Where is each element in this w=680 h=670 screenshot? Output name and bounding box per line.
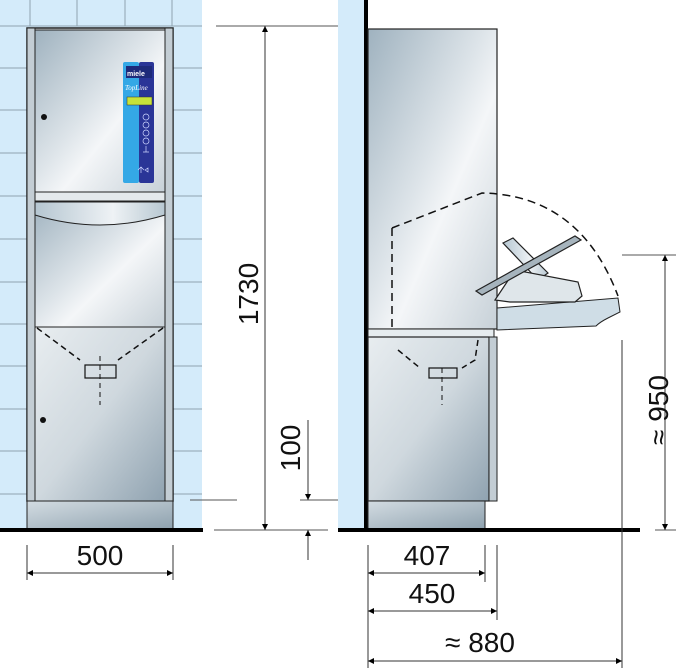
arrow-keys-icon — [137, 166, 149, 173]
front-view: miele TopLine — [0, 0, 203, 580]
lower-door — [34, 326, 166, 502]
plinth — [26, 500, 174, 530]
side-view: ≈ 950 407 450 ≈ 880 — [338, 0, 676, 668]
dim-depth-body: 407 — [404, 540, 451, 571]
open-door-panel — [496, 297, 621, 331]
dim-width-front: 500 — [77, 540, 124, 571]
utensil-holder — [474, 235, 583, 303]
dim-depth-total: 450 — [409, 578, 456, 609]
program-icon-3 — [142, 129, 150, 137]
side-plinth — [367, 500, 486, 530]
dim-depth-door-open: ≈ 880 — [445, 627, 515, 658]
dim-plinth-height: 100 — [275, 425, 306, 472]
wall-side — [338, 0, 366, 528]
program-icon-1 — [142, 113, 150, 121]
control-panel: miele TopLine — [123, 62, 154, 183]
floor-line-side — [338, 528, 640, 532]
program-icon-4 — [142, 137, 150, 145]
program-icon-5 — [143, 146, 149, 153]
side-lower-body — [367, 336, 490, 502]
floor-line — [0, 528, 203, 532]
program-icon-2 — [142, 121, 150, 129]
side-upper-body — [367, 28, 498, 330]
door-lock-icon-lower — [40, 417, 46, 423]
door-lock-icon — [41, 114, 47, 120]
dim-height-total: 1730 — [233, 263, 264, 325]
handle-trough — [34, 201, 166, 226]
drain-symbol-side — [428, 367, 458, 379]
series-logo: TopLine — [125, 84, 148, 92]
brand-logo: miele — [127, 71, 145, 78]
height-dimensions: 1730 100 — [190, 25, 352, 560]
dim-height-door-open: ≈ 950 — [643, 375, 674, 445]
display — [126, 96, 153, 106]
